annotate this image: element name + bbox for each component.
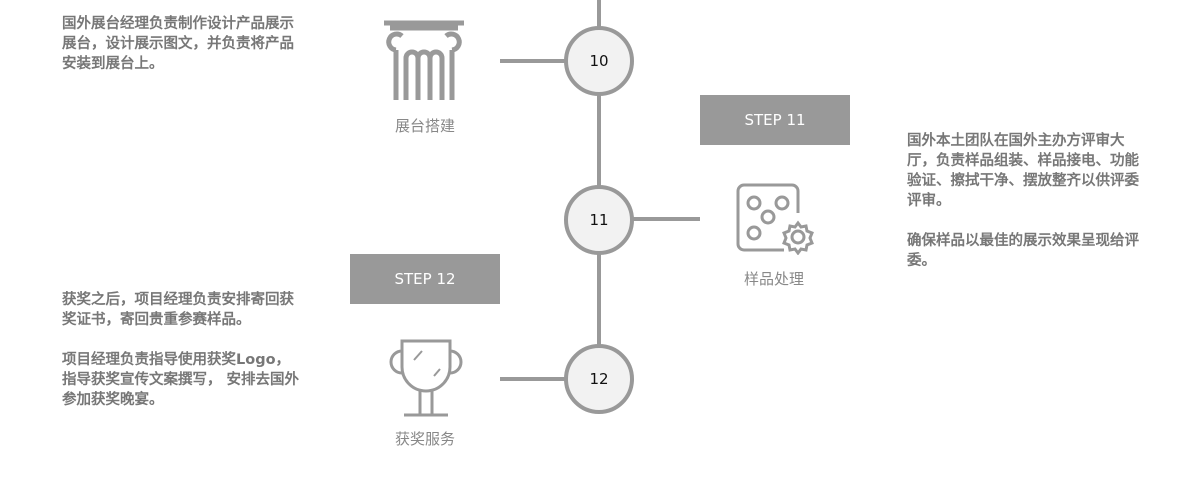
step-10-label: 展台搭建	[394, 117, 455, 135]
step-11-circle: 11	[564, 185, 634, 255]
column-icon	[384, 20, 464, 100]
step-10-description: 国外展台经理负责制作设计产品展示展台，设计展示图文，并负责将产品安装到展台上。	[62, 14, 302, 94]
description-paragraph: 确保样品以最佳的展示效果呈现给评委。	[907, 233, 1139, 269]
connector	[500, 59, 568, 63]
step-12-circle: 12	[564, 344, 634, 414]
step-12-label: 获奖服务	[394, 430, 455, 448]
description-paragraph: 项目经理负责指导使用获奖Logo，指导获奖宣传文案撰写， 安排去国外参加获奖晚宴…	[62, 352, 300, 408]
step-10-circle: 10	[564, 26, 634, 96]
step-11-label: 样品处理	[743, 270, 804, 288]
trophy-icon	[389, 339, 463, 417]
step-11-badge: STEP 11	[700, 95, 850, 145]
description-paragraph: 获奖之后，项目经理负责安排寄回获奖证书，寄回贵重参赛样品。	[62, 292, 294, 328]
connector	[500, 377, 568, 381]
timeline-line	[597, 0, 601, 350]
description-paragraph: 国外本土团队在国外主办方评审大厅，负责样品组装、样品接电、功能验证、擦拭干净、摆…	[907, 133, 1139, 209]
sample-processing-icon	[736, 183, 814, 255]
step-12-description: 获奖之后，项目经理负责安排寄回获奖证书，寄回贵重参赛样品。项目经理负责指导使用获…	[62, 290, 302, 430]
step-12-badge: STEP 12	[350, 254, 500, 304]
connector	[632, 217, 700, 221]
description-paragraph: 国外展台经理负责制作设计产品展示展台，设计展示图文，并负责将产品安装到展台上。	[62, 16, 294, 72]
step-11-description: 国外本土团队在国外主办方评审大厅，负责样品组装、样品接电、功能验证、擦拭干净、摆…	[907, 131, 1142, 291]
